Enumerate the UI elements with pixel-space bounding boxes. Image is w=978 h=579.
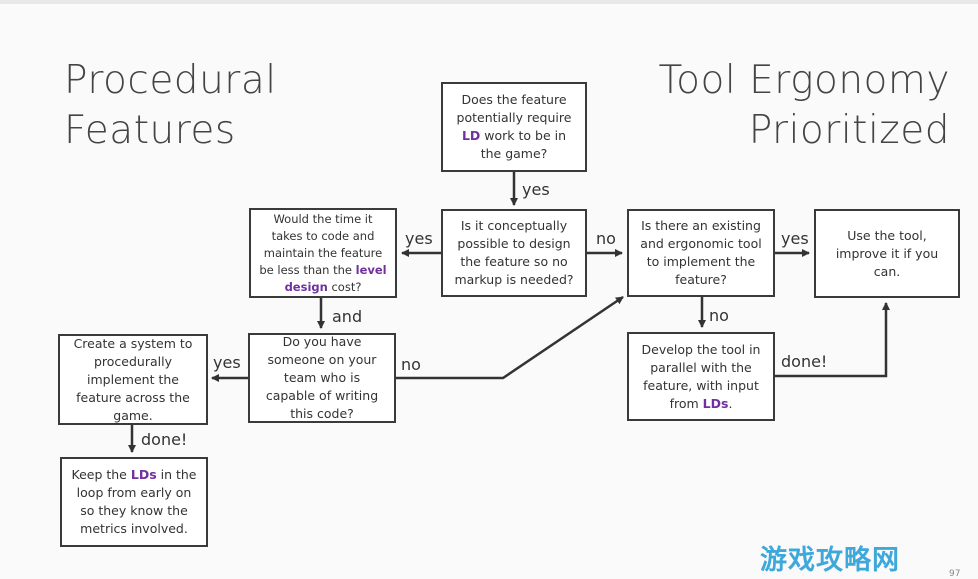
label-someone-yes: yes: [213, 353, 241, 372]
box-time-accent: level design: [284, 262, 387, 294]
box-use-text: Use the tool, improve it if you can.: [835, 227, 939, 279]
label-tool-yes: yes: [781, 229, 809, 248]
box-time-pre: Would the time it takes to code and main…: [259, 211, 383, 277]
edge-develop-to-use: [775, 302, 890, 378]
title-right-line2: Prioritized: [748, 108, 950, 153]
box-create-text: Create a system to procedurally implemen…: [73, 335, 193, 423]
label-create-done: done!: [141, 430, 188, 449]
box-time-text: Would the time it takes to code and main…: [259, 211, 387, 296]
box-someone-capable: Do you have someone on your team who is …: [248, 333, 396, 423]
title-left-line1: Procedural: [64, 58, 277, 103]
label-markup-yes: yes: [405, 229, 433, 248]
label-tool-no: no: [709, 306, 729, 325]
box-existing-tool: Is there an existing and ergonomic tool …: [627, 209, 775, 297]
box-tool-text: Is there an existing and ergonomic tool …: [640, 218, 762, 287]
box-requires-ld-text: Does the feature potentially require LD …: [451, 91, 577, 163]
box-requires-ld: Does the feature potentially require LD …: [441, 82, 587, 172]
box-keep-pre: Keep the: [71, 467, 131, 482]
box-keep-post: in the loop from early on so they know t…: [76, 467, 197, 536]
box-no-markup-text: Is it conceptually possible to design th…: [454, 218, 574, 287]
edge-someone-to-tool: [396, 295, 624, 380]
label-someone-no: no: [401, 355, 421, 374]
box-develop-pre: Develop the tool in parallel with the fe…: [641, 341, 761, 411]
box-time-post: cost?: [327, 279, 362, 294]
box-keep-text: Keep the LDs in the loop from early on s…: [70, 466, 198, 538]
title-right-line1: Tool Ergonomy: [658, 58, 950, 103]
box-develop-post: .: [728, 395, 733, 411]
box-time-vs-ld-cost: Would the time it takes to code and main…: [249, 208, 397, 298]
box-someone-text: Do you have someone on your team who is …: [265, 334, 379, 421]
box-develop-text: Develop the tool in parallel with the fe…: [637, 341, 765, 413]
label-markup-no: no: [596, 229, 616, 248]
title-left-line2: Features: [64, 108, 236, 153]
box-develop-accent: LDs: [702, 395, 729, 411]
box-no-markup: Is it conceptually possible to design th…: [441, 209, 587, 297]
box-create-system: Create a system to procedurally implemen…: [58, 334, 208, 425]
box-requires-ld-pre: Does the feature potentially require: [456, 92, 572, 125]
box-develop-tool: Develop the tool in parallel with the fe…: [627, 332, 775, 421]
box-requires-ld-post: work to be in the game?: [480, 128, 567, 161]
site-watermark: 游戏攻略网: [760, 545, 900, 576]
label-ld-yes: yes: [522, 180, 550, 199]
box-keep-lds: Keep the LDs in the loop from early on s…: [60, 457, 208, 547]
box-keep-accent: LDs: [130, 467, 157, 482]
title-procedural-features: Procedural Features: [64, 56, 277, 156]
label-develop-done: done!: [781, 352, 828, 371]
page-number: 97: [949, 569, 961, 579]
top-border: [0, 0, 978, 4]
label-time-and: and: [332, 307, 363, 326]
box-use-tool: Use the tool, improve it if you can.: [814, 209, 960, 298]
title-tool-ergonomy: Tool Ergonomy Prioritized: [658, 56, 950, 156]
box-requires-ld-accent: LD: [461, 128, 481, 143]
